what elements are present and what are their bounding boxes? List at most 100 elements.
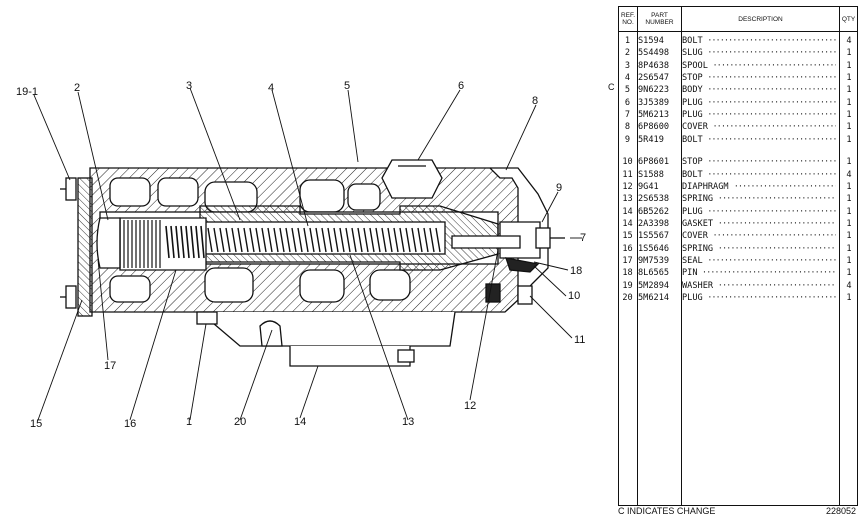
row-qty: 1 xyxy=(846,206,852,217)
left-cover xyxy=(60,177,93,317)
row-description: BOLT xyxy=(682,36,703,46)
row-description: WASHER xyxy=(682,280,714,291)
row-description: PLUG xyxy=(682,110,703,121)
callout-4: 4 xyxy=(268,82,275,94)
callout-9: 9 xyxy=(556,182,563,194)
change-marker: C xyxy=(608,82,615,92)
row-qty: 1 xyxy=(846,218,852,229)
row-description: PLUG xyxy=(682,293,703,303)
callout-7: 7 xyxy=(580,232,587,244)
row-part-number: 6P8600 xyxy=(638,122,670,133)
row-description: COVER xyxy=(682,231,708,242)
row-part-number: 9N6223 xyxy=(638,85,670,96)
leader-dots: ········································… xyxy=(707,293,836,303)
row-description: PLUG xyxy=(682,206,703,217)
row-ref-no: 15 xyxy=(622,231,633,242)
row-description: COVER xyxy=(682,122,708,133)
row-qty: 4 xyxy=(846,169,852,180)
row-qty: 1 xyxy=(846,181,852,192)
leader-dots: ········································… xyxy=(712,122,837,133)
row-description: BOLT xyxy=(682,169,703,180)
row-description: SLUG xyxy=(682,48,703,59)
callout-14: 14 xyxy=(294,416,307,428)
row-part-number: 2S6547 xyxy=(638,73,670,84)
row-qty: 1 xyxy=(846,60,852,71)
callout-1: 1 xyxy=(186,416,193,428)
row-part-number: 6P8601 xyxy=(638,157,670,168)
callout-5: 5 xyxy=(344,80,351,92)
header-ref-no: REF. NO. xyxy=(619,7,638,31)
leader-dots: ········································… xyxy=(707,255,836,266)
callout-18: 18 xyxy=(570,265,583,277)
leader-lines xyxy=(33,87,582,421)
bottom-plug-assembly xyxy=(196,311,456,367)
row-description: BODY xyxy=(682,85,703,96)
row-part-number: 5M2894 xyxy=(638,280,670,291)
row-part-number: S1588 xyxy=(638,169,664,180)
cross-section-drawing xyxy=(33,87,582,421)
leader-dots: ········································… xyxy=(707,36,836,46)
callout-3: 3 xyxy=(186,80,193,92)
row-description: SPRING xyxy=(682,243,714,254)
row-ref-no: 13 xyxy=(622,194,633,205)
row-description: BOLT xyxy=(682,134,703,145)
row-qty: 1 xyxy=(846,243,852,254)
row-part-number: 1S5646 xyxy=(638,243,670,254)
row-part-number: 1S5567 xyxy=(638,231,670,242)
row-description: DIAPHRAGM xyxy=(682,181,729,192)
row-part-number: 5S4498 xyxy=(638,48,670,59)
leader-dots: ········································… xyxy=(717,218,836,229)
row-qty: 1 xyxy=(846,110,852,121)
header-part-number: PART NUMBER xyxy=(638,7,682,31)
row-description: GASKET xyxy=(682,218,714,229)
row-ref-no: 9 xyxy=(624,134,631,145)
row-qty: 1 xyxy=(846,97,852,108)
row-part-number: 2S6538 xyxy=(638,194,670,205)
row-ref-no: 1 xyxy=(624,36,631,46)
row-qty: 1 xyxy=(846,157,852,168)
row-qty: 1 xyxy=(846,255,852,266)
leader-dots: ········································… xyxy=(712,231,837,242)
callout-13: 13 xyxy=(402,416,415,428)
row-part-number: 6B5262 xyxy=(638,206,670,217)
leader-dots: ········································… xyxy=(707,157,836,168)
row-description: SEAL xyxy=(682,255,703,266)
leader-dots: ········································… xyxy=(707,134,836,145)
row-ref-no: 14 xyxy=(622,206,633,217)
callout-16: 16 xyxy=(124,418,137,430)
row-ref-no: 3 xyxy=(624,60,631,71)
row-description: PIN xyxy=(682,268,698,279)
row-description: STOP xyxy=(682,73,703,84)
row-description: STOP xyxy=(682,157,703,168)
row-qty: 1 xyxy=(846,73,852,84)
leader-dots: ········································… xyxy=(707,48,836,59)
leader-dots: ········································… xyxy=(707,73,836,84)
row-part-number: 3J5389 xyxy=(638,97,670,108)
row-ref-no: 18 xyxy=(622,268,633,279)
leader-dots: ········································… xyxy=(712,60,837,71)
row-ref-no: 14 xyxy=(622,218,633,229)
leader-dots: ········································… xyxy=(707,169,836,180)
row-ref-no: 11 xyxy=(622,169,633,180)
change-note: C INDICATES CHANGE xyxy=(618,506,716,516)
spring-16 xyxy=(119,217,207,271)
row-part-number: 9M7539 xyxy=(638,255,670,266)
row-part-number: 5M6213 xyxy=(638,110,670,121)
header-qty: QTY xyxy=(841,15,856,23)
row-part-number: 8P4638 xyxy=(638,60,670,71)
row-ref-no: 5 xyxy=(624,85,631,96)
table-row: 11 S1588 BOLT 4 ····························… xyxy=(619,169,857,181)
row-qty: 1 xyxy=(846,85,852,96)
